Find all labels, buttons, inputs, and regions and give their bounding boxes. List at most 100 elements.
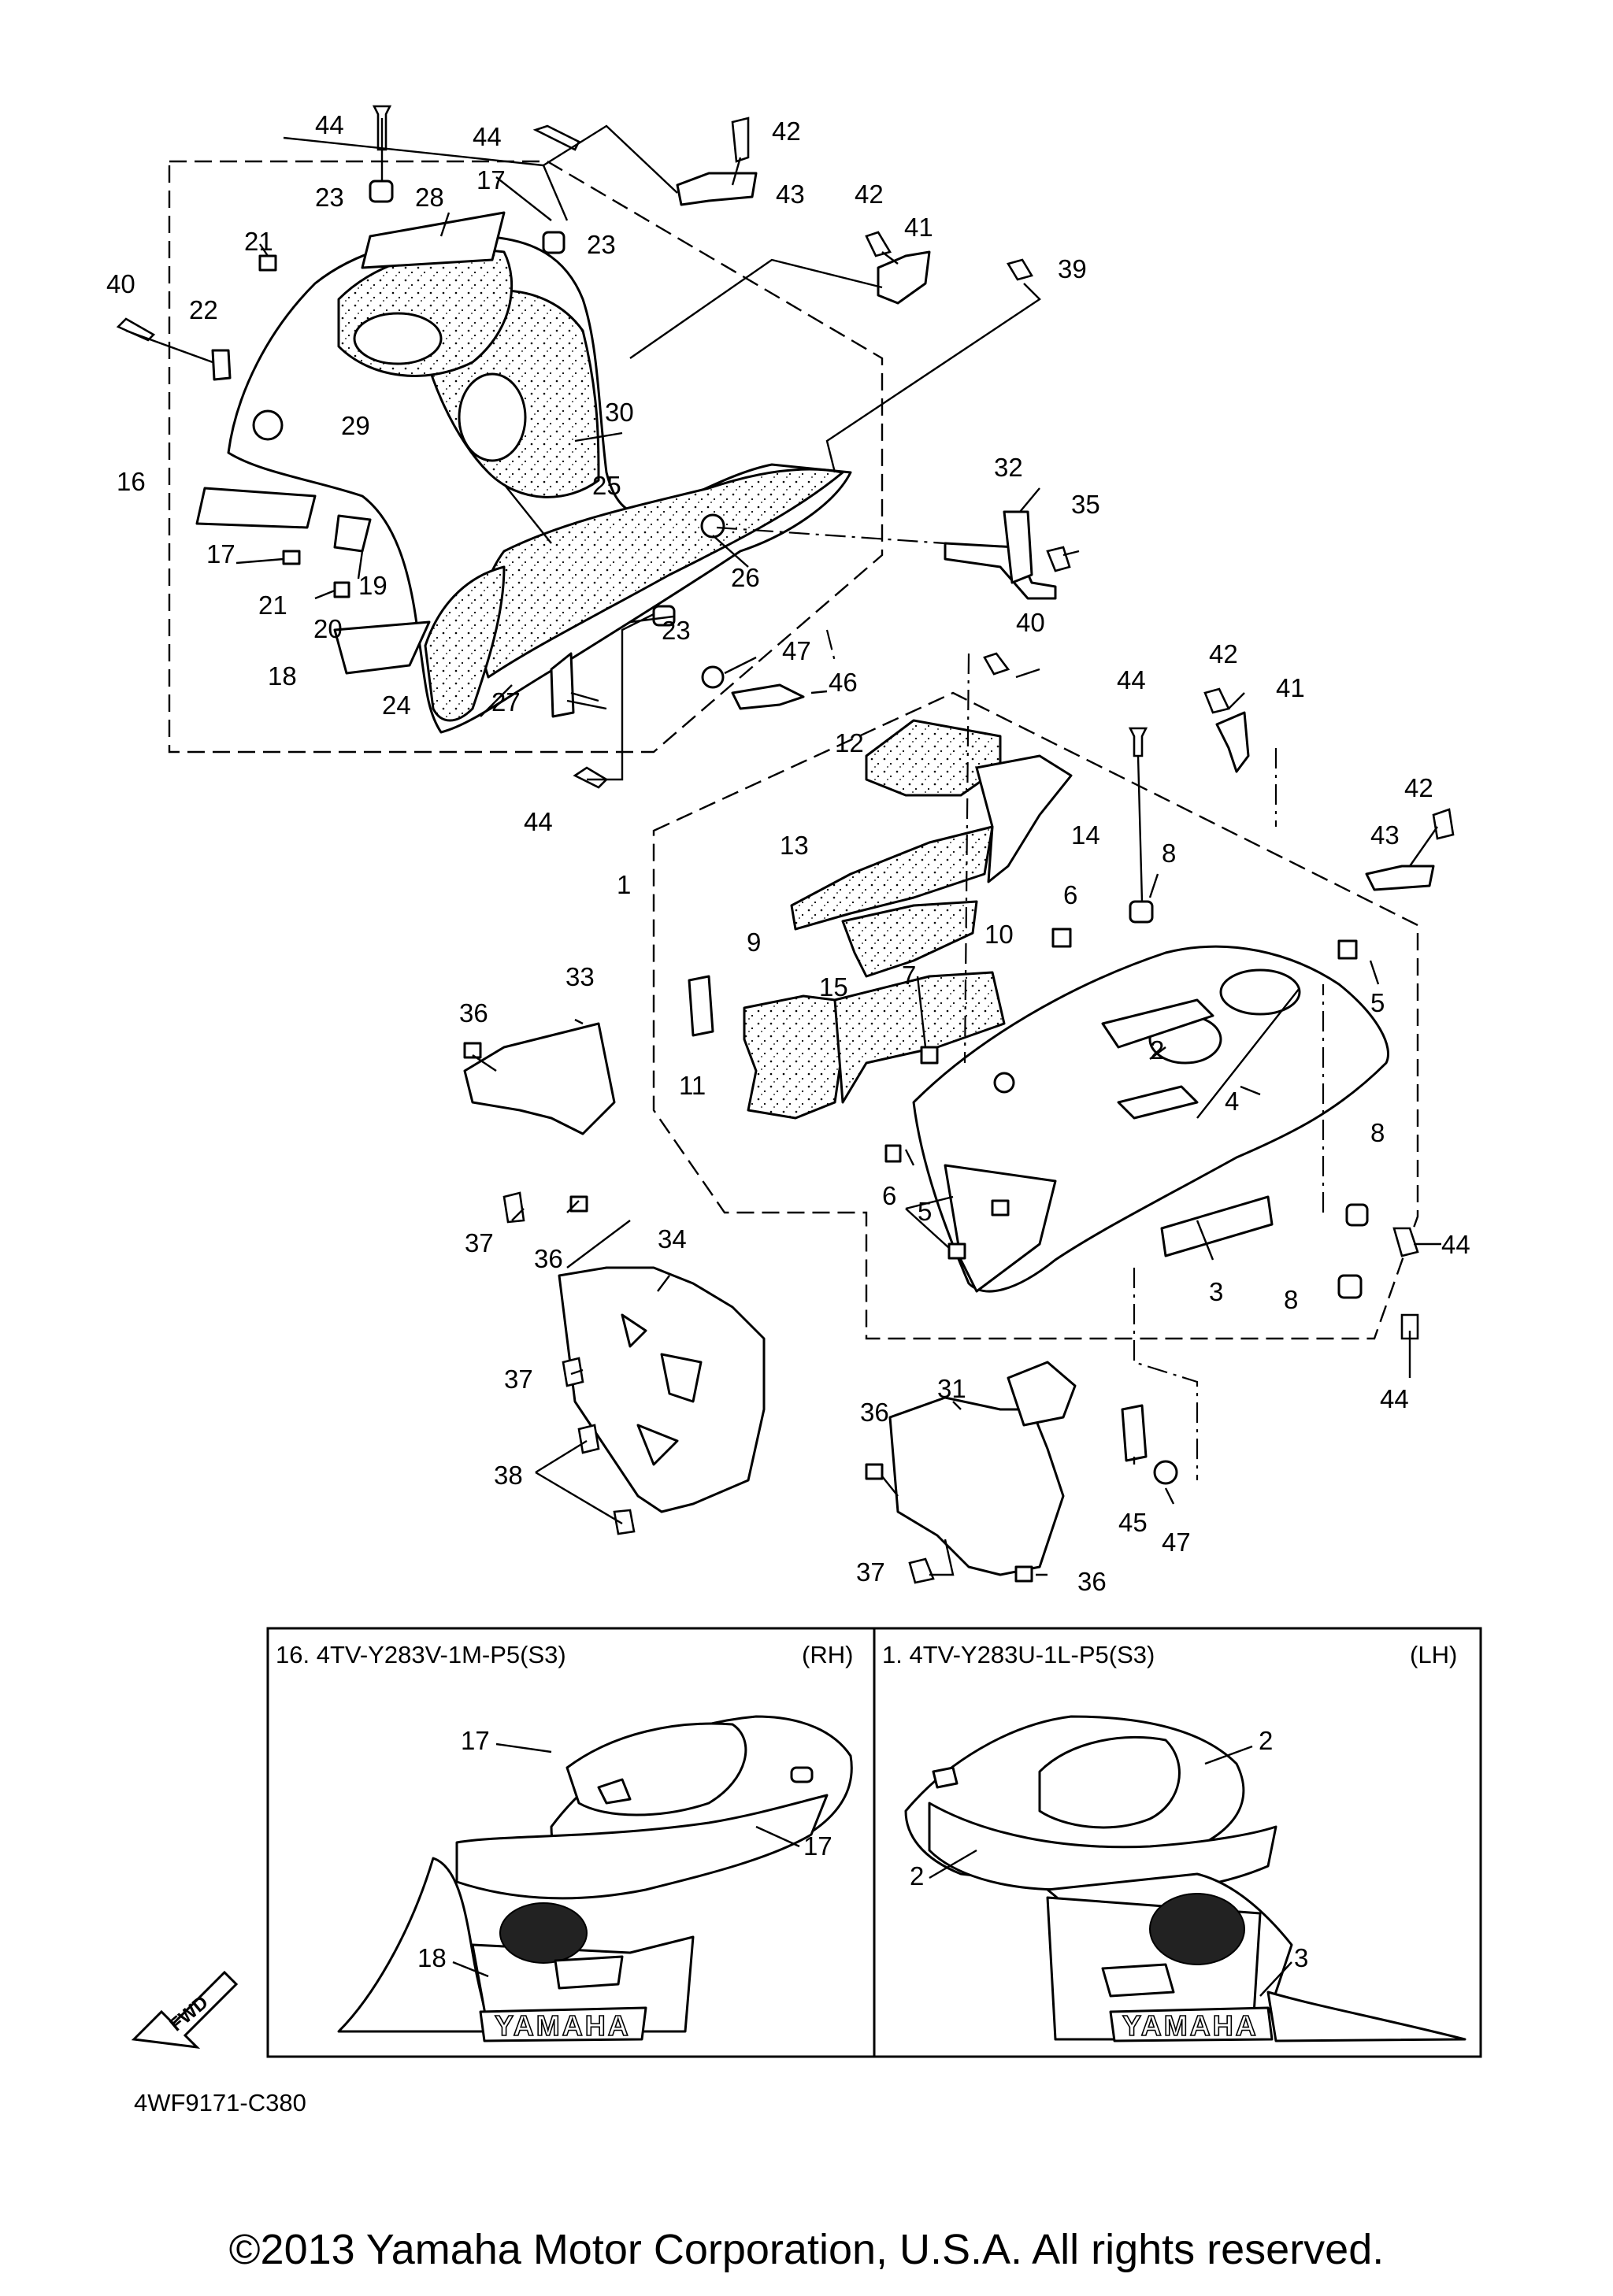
- bolt-44-b: [532, 124, 580, 151]
- group-outline-1: [652, 691, 1419, 1340]
- bracket-45: [1121, 1404, 1148, 1462]
- lh-label-2b: 2: [910, 1861, 924, 1890]
- callout-44: 44: [473, 122, 502, 151]
- callout-23: 23: [587, 230, 616, 259]
- bolt-37-c: [908, 1557, 935, 1584]
- color-option-box: 16. 4TV-Y283V-1M-P5(S3) (RH) 1. 4TV-Y283…: [266, 1627, 1482, 2058]
- callout-34: 34: [658, 1224, 687, 1254]
- callout-37: 37: [856, 1557, 885, 1587]
- callout-41: 41: [904, 213, 933, 242]
- inner-panel-34: [558, 1266, 766, 1513]
- clip-6-lower: [884, 1144, 902, 1163]
- bracket-32: [944, 542, 1057, 600]
- callout-12: 12: [835, 728, 864, 757]
- bracket-43-mid: [1365, 865, 1435, 891]
- decal-17-lower: [195, 487, 317, 529]
- mount-hole-lh: [993, 1072, 1015, 1094]
- lh-side-label: (LH): [1410, 1641, 1457, 1668]
- callout-8: 8: [1284, 1285, 1298, 1314]
- callout-20: 20: [313, 614, 343, 643]
- callout-38: 38: [494, 1461, 523, 1490]
- lh-label-2a: 2: [1259, 1726, 1273, 1755]
- bracket-46: [731, 683, 805, 710]
- bolt-42-d: [1432, 808, 1455, 840]
- callout-42: 42: [1404, 773, 1433, 802]
- clip-6-upper: [1051, 928, 1072, 948]
- callout-22: 22: [189, 295, 218, 324]
- group-outline-16: [168, 160, 884, 754]
- callout-26: 26: [731, 563, 760, 592]
- grommet-23-a: [369, 180, 394, 203]
- callout-23: 23: [315, 183, 344, 212]
- lh-brand-decal: YAMAHA: [1122, 2009, 1259, 2042]
- fwd-arrow-icon: FWD: [131, 1970, 239, 2050]
- callout-39: 39: [1058, 254, 1087, 283]
- upper-brackets: [543, 117, 1080, 710]
- bolt-40-a: [116, 317, 156, 342]
- insulation-9: [743, 994, 844, 1120]
- bolt-44-c: [573, 766, 609, 789]
- lh-set-title: 1. 4TV-Y283U-1L-P5(S3): [882, 1641, 1155, 1668]
- bolt-42-c: [1203, 687, 1230, 714]
- callout-44: 44: [1380, 1384, 1409, 1413]
- callout-47: 47: [782, 636, 811, 665]
- duct-opening: [353, 312, 443, 365]
- rh-cowling-illustration: YAMAHA 17 17 18: [337, 1715, 853, 2042]
- callout-21: 21: [258, 591, 287, 620]
- grommet-23-b: [542, 231, 565, 254]
- upper-opening: [1219, 968, 1301, 1016]
- callout-43: 43: [776, 180, 805, 209]
- callout-13: 13: [780, 831, 809, 860]
- callout-1: 1: [617, 870, 631, 899]
- callout-44: 44: [1117, 665, 1146, 694]
- rh-label-17a: 17: [461, 1726, 490, 1755]
- inner-panel-31: [888, 1396, 1065, 1576]
- insulation-14: [975, 754, 1073, 883]
- callout-36: 36: [459, 998, 488, 1028]
- callout-14: 14: [1071, 820, 1100, 850]
- grommet-8-mid: [1345, 1203, 1369, 1227]
- bolt-42-b: [865, 231, 892, 257]
- bolt-40-b: [983, 652, 1010, 676]
- callout-45: 45: [1118, 1508, 1148, 1537]
- callout-15: 15: [819, 972, 848, 1002]
- clip-36-a: [463, 1042, 482, 1059]
- decal-3-yamaha: [1160, 1195, 1274, 1257]
- air-vent-opening: [458, 372, 527, 462]
- bolt-39: [1007, 258, 1033, 281]
- copyright-notice: ©2013 Yamaha Motor Corporation, U.S.A. A…: [228, 2226, 1385, 2273]
- grommet-26: [700, 513, 725, 539]
- rh-label-18: 18: [417, 1943, 447, 1972]
- callout-42: 42: [772, 117, 801, 146]
- callout-36: 36: [860, 1398, 889, 1427]
- vent-34-a: [621, 1313, 647, 1348]
- callout-32: 32: [994, 453, 1023, 482]
- lh-cowling-group: [652, 652, 1455, 1480]
- decal-19: [333, 514, 372, 553]
- clip-5-upper: [1337, 939, 1358, 960]
- callout-44: 44: [524, 807, 553, 836]
- clip-20: [333, 581, 350, 598]
- bolt-37-b: [562, 1357, 584, 1387]
- callout-27: 27: [491, 687, 521, 717]
- vent-34-b: [660, 1353, 703, 1403]
- insulation-10: [833, 971, 1006, 1104]
- callout-33: 33: [565, 962, 595, 991]
- callout-5: 5: [918, 1197, 932, 1226]
- callout-5: 5: [1370, 988, 1385, 1017]
- insulation-13: [790, 825, 994, 931]
- bracket-41-top: [877, 250, 931, 305]
- callout-18: 18: [268, 661, 297, 691]
- callout-43: 43: [1370, 820, 1400, 850]
- callout-24: 24: [382, 691, 411, 720]
- rh-side-label: (RH): [802, 1641, 853, 1668]
- callout-40: 40: [1016, 608, 1045, 637]
- lh-cowling-illustration: YAMAHA 2 2 3: [904, 1715, 1467, 2042]
- bracket-41-mid: [1215, 711, 1250, 773]
- clip-36-d: [1014, 1565, 1033, 1583]
- callout-labels: 44 44 42 43 23 28 17 42 41 21 23 39 40 2…: [106, 110, 1470, 1596]
- rh-brand-decal: YAMAHA: [495, 2009, 631, 2042]
- callout-16: 16: [117, 467, 146, 496]
- callout-17: 17: [476, 165, 506, 194]
